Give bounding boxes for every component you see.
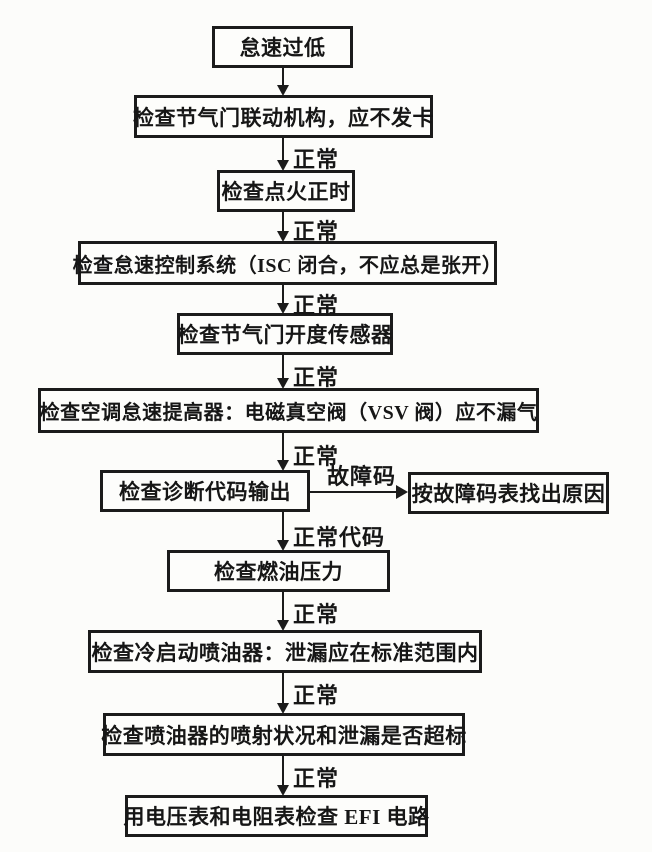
flow-node-fault-code-table-lookup: 按故障码表找出原因 <box>408 472 609 514</box>
arrow-stem <box>282 511 284 542</box>
arrowhead-right-icon <box>396 485 408 499</box>
flow-node-check-throttle-sensor: 检查节气门开度传感器 <box>177 313 393 355</box>
flow-node-start: 怠速过低 <box>212 26 353 68</box>
edge-label-normal-2: 正常 <box>293 219 340 244</box>
edge-label-normal-5: 正常 <box>293 444 340 469</box>
arrow-down-isc-to-tps <box>276 285 290 314</box>
flow-node-check-diagnostic-output: 检查诊断代码输出 <box>100 470 310 512</box>
arrowhead-down-icon <box>277 540 289 551</box>
flow-node-check-isc-system: 检查怠速控制系统（ISC 闭合，不应总是张开） <box>73 241 502 285</box>
arrow-down-vsv-to-diagnostic <box>276 433 290 471</box>
edge-label-normal-1: 正常 <box>293 147 340 172</box>
arrowhead-down-icon <box>277 160 289 171</box>
arrowhead-down-icon <box>277 303 289 314</box>
arrowhead-down-icon <box>277 620 289 631</box>
arrow-stem <box>282 285 284 305</box>
edge-label-normal-4: 正常 <box>293 365 340 390</box>
flow-node-check-ac-idle-up: 检查空调怠速提高器：电磁真空阀（VSV 阀）应不漏气 <box>38 388 539 433</box>
arrow-down-start-to-linkage <box>276 67 290 96</box>
arrow-down-spray-to-efi <box>276 755 290 796</box>
arrowhead-down-icon <box>277 785 289 796</box>
flow-node-check-fuel-pressure: 检查燃油压力 <box>167 550 390 592</box>
arrow-down-diagnostic-to-fuel <box>276 511 290 551</box>
arrow-down-tps-to-vsv <box>276 355 290 389</box>
arrow-stem <box>282 355 284 380</box>
flow-node-check-efi-circuit: 用电压表和电阻表检查 EFI 电路 <box>124 795 429 837</box>
arrow-stem <box>282 755 284 787</box>
arrow-right-diagnostic-to-table <box>310 484 408 500</box>
arrow-stem <box>282 67 284 87</box>
flow-node-check-cold-start-injector: 检查冷启动喷油器：泄漏应在标准范围内 <box>88 630 482 673</box>
arrow-down-linkage-to-ignition <box>276 138 290 171</box>
edge-label-normal-7: 正常 <box>293 683 340 708</box>
arrow-stem <box>282 433 284 462</box>
arrow-down-coldstart-to-spray <box>276 672 290 714</box>
flow-node-check-throttle-linkage: 检查节气门联动机构，应不发卡 <box>133 95 434 138</box>
edge-label-normal-8: 正常 <box>293 766 340 791</box>
arrowhead-down-icon <box>277 378 289 389</box>
arrowhead-down-icon <box>277 460 289 471</box>
arrow-stem <box>282 138 284 162</box>
flow-node-check-ignition-timing: 检查点火正时 <box>217 170 355 212</box>
arrow-down-fuel-to-coldstart <box>276 592 290 631</box>
edge-label-fault-code: 故障码 <box>327 464 397 489</box>
edge-label-normal-code: 正常代码 <box>293 525 386 550</box>
arrow-stem <box>310 491 398 493</box>
arrowhead-down-icon <box>277 231 289 242</box>
edge-label-normal-6: 正常 <box>293 602 340 627</box>
arrow-stem <box>282 672 284 705</box>
arrow-stem <box>282 211 284 233</box>
arrow-down-ignition-to-isc <box>276 211 290 242</box>
arrowhead-down-icon <box>277 85 289 96</box>
arrowhead-down-icon <box>277 703 289 714</box>
flow-node-check-injector-spray: 检查喷油器的喷射状况和泄漏是否超标 <box>101 713 466 756</box>
arrow-stem <box>282 592 284 622</box>
edge-label-normal-3: 正常 <box>293 293 340 318</box>
